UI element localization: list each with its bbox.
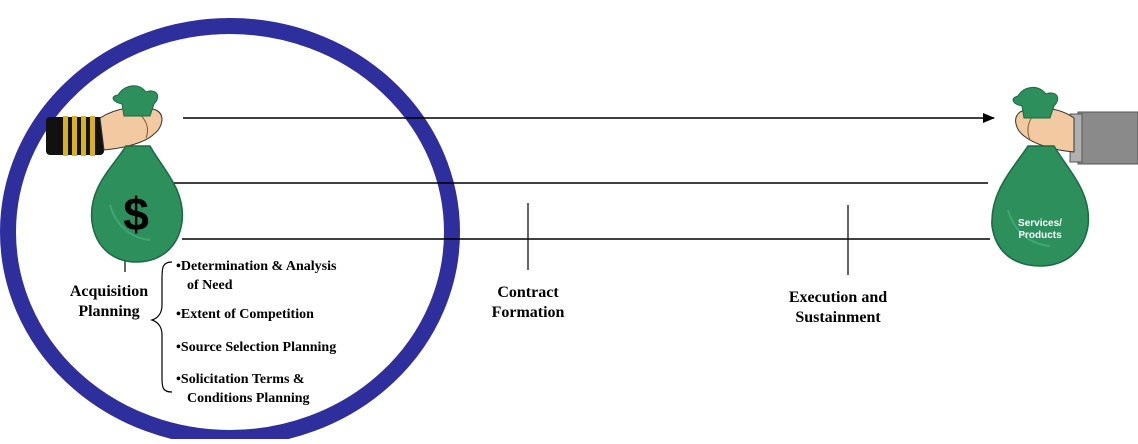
planning-item-line1: •Solicitation Terms & [176, 370, 310, 389]
right-bag-label: Services/ Products [1010, 218, 1070, 242]
planning-item: •Source Selection Planning [176, 338, 336, 357]
bullet: • [176, 372, 181, 387]
dollar-sign-icon: $ [123, 188, 149, 240]
planning-item-text: Source Selection Planning [180, 340, 337, 355]
planning-item-line1: •Determination & Analysis [176, 257, 336, 276]
planning-item: •Extent of Competition [176, 305, 314, 324]
planning-item: •Determination & Analysis of Need [176, 257, 336, 295]
execution-line1: Execution and [788, 289, 888, 306]
bullet: • [176, 307, 181, 322]
acquisition-planning-label: Acquisition Planning [44, 282, 174, 322]
planning-ring [0, 18, 460, 444]
planning-item-text: Determination & Analysis [180, 259, 337, 274]
bullet: • [176, 259, 181, 274]
contract-line2: Formation [491, 304, 565, 321]
planning-item: •Solicitation Terms & Conditions Plannin… [176, 370, 310, 408]
planning-item-text: Solicitation Terms & [180, 372, 305, 387]
contract-formation-label: Contract Formation [470, 283, 586, 323]
execution-sustainment-label: Execution and Sustainment [770, 288, 906, 328]
contract-line1: Contract [497, 284, 559, 301]
acquisition-line2: Planning [78, 303, 140, 320]
bullet: • [176, 340, 181, 355]
execution-line2: Sustainment [795, 309, 881, 326]
left-hand-holding-money-bag-icon [46, 85, 184, 263]
right-bag-line1: Services/ [1018, 218, 1062, 229]
planning-item-line2: of Need [187, 278, 233, 293]
acquisition-line1: Acquisition [69, 283, 149, 300]
right-hand-holding-money-bag-icon [991, 87, 1138, 267]
right-bag-line2: Products [1018, 230, 1062, 241]
planning-item-line2: Conditions Planning [187, 391, 310, 406]
planning-item-line1: •Extent of Competition [176, 305, 314, 324]
planning-brace [150, 261, 173, 393]
planning-item-line1: •Source Selection Planning [176, 338, 336, 357]
planning-item-text: Extent of Competition [180, 307, 314, 322]
